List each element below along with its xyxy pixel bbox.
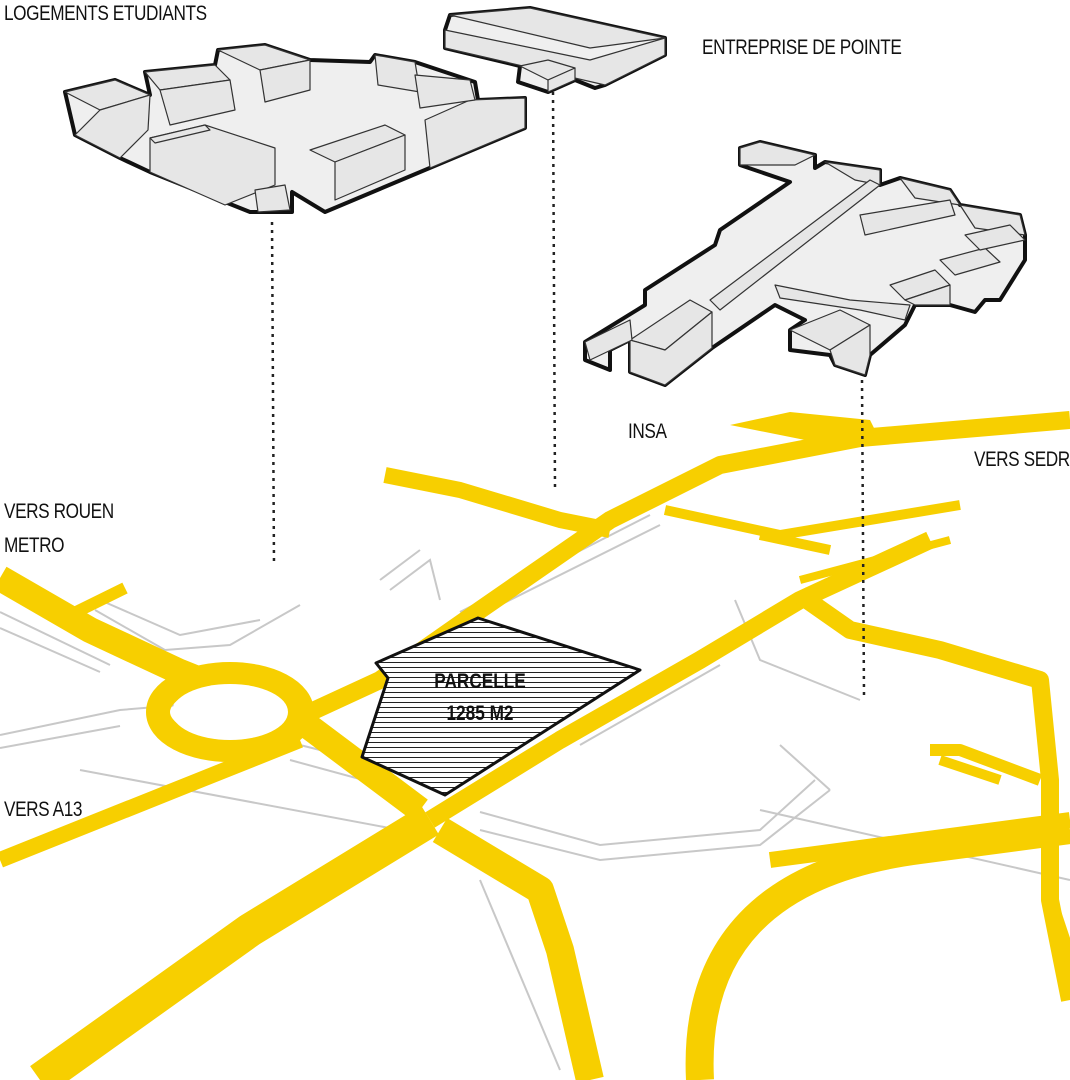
label-logements-etudiants: LOGEMENTS ETUDIANTS [4, 2, 207, 25]
parcel-title: PARCELLE [434, 670, 526, 693]
main-roads [0, 411, 1070, 1080]
building-logements [63, 43, 527, 214]
label-insa: INSA [628, 420, 667, 443]
building-insa [583, 140, 1027, 387]
parcel-shape [360, 616, 642, 797]
label-metro: METRO [4, 534, 65, 557]
roundabout-island [172, 684, 288, 740]
label-entreprise-de-pointe: ENTREPRISE DE POINTE [702, 36, 902, 59]
label-vers-rouen: VERS ROUEN [4, 500, 114, 523]
parcel-area: 1285 M2 [446, 702, 514, 725]
building-entreprise [443, 6, 667, 94]
label-vers-a13: VERS A13 [4, 798, 83, 821]
leader-lines [270, 91, 866, 696]
insa-plaza [730, 412, 880, 445]
label-vers-sedr: VERS SEDR [974, 448, 1070, 471]
